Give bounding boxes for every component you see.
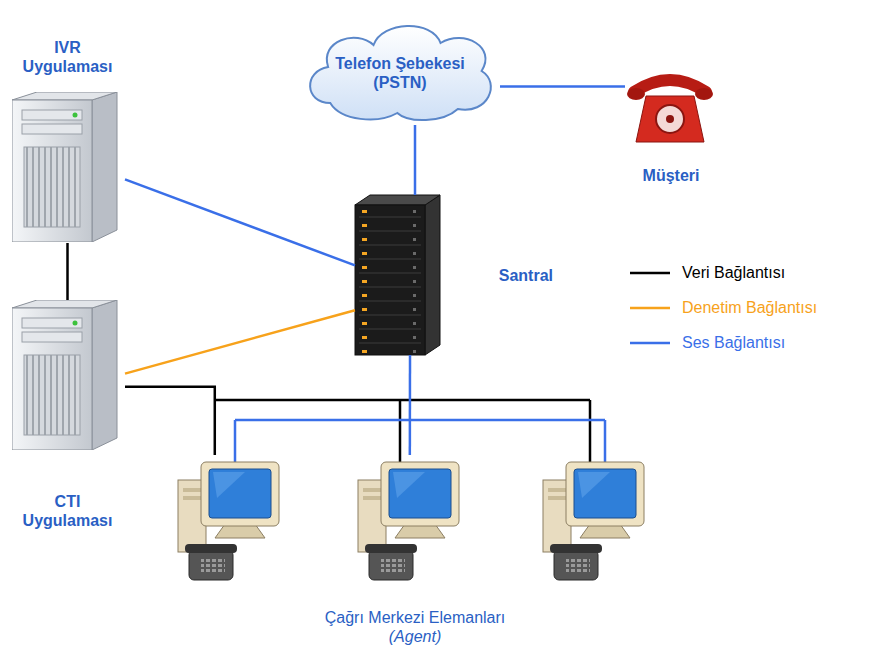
- customer: Müşteri: [625, 60, 717, 185]
- legend-line-sample: [630, 302, 670, 314]
- legend-line-sample: [630, 267, 670, 279]
- node-label: IVR Uygulaması: [13, 38, 123, 76]
- agent-group: Çağrı Merkezi Elemanları(Agent): [180, 455, 650, 650]
- node-label: Telefon Şebekesi (PSTN): [325, 54, 475, 92]
- legend-line: [630, 306, 670, 309]
- ivr-server-icon: [12, 92, 117, 242]
- cti-server-icon: [12, 300, 117, 450]
- connection-line: [500, 85, 625, 88]
- agent-workstation-icon: [543, 462, 644, 580]
- connection-line: [125, 310, 355, 373]
- node-label: (Agent): [389, 627, 441, 646]
- legend: Veri BağlantısıDenetim BağlantısıSes Bağ…: [630, 255, 817, 360]
- connection-line: [409, 355, 412, 455]
- node-label: CTI Uygulaması: [13, 492, 123, 530]
- pbx-switch: Santral: [355, 195, 555, 355]
- agent-workstation-icon: [358, 462, 459, 580]
- legend-row: Denetim Bağlantısı: [630, 290, 817, 325]
- connection-line: [125, 179, 355, 265]
- node-label: Çağrı Merkezi Elemanları: [325, 608, 506, 627]
- pstn-cloud: Telefon Şebekesi (PSTN): [300, 15, 500, 125]
- connection-line: [66, 243, 69, 300]
- legend-row: Ses Bağlantısı: [630, 325, 817, 360]
- cloud-outline: [310, 26, 491, 120]
- pbx-rack-icon: [355, 195, 440, 355]
- ivr-server: IVR Uygulaması: [10, 38, 125, 243]
- connection-line: [125, 387, 215, 455]
- cti-server: CTI Uygulaması: [10, 300, 125, 530]
- connection-line: [414, 125, 417, 195]
- customer-phone-icon: [627, 80, 713, 142]
- node-label: Santral: [499, 266, 553, 285]
- legend-text: Denetim Bağlantısı: [682, 299, 817, 317]
- legend-row: Veri Bağlantısı: [630, 255, 817, 290]
- legend-line: [630, 271, 670, 274]
- legend-line: [630, 341, 670, 344]
- agent-workstation-icon: [178, 462, 279, 580]
- node-label: Müşteri: [627, 166, 715, 185]
- legend-line-sample: [630, 337, 670, 349]
- legend-text: Veri Bağlantısı: [682, 264, 785, 282]
- legend-text: Ses Bağlantısı: [682, 334, 785, 352]
